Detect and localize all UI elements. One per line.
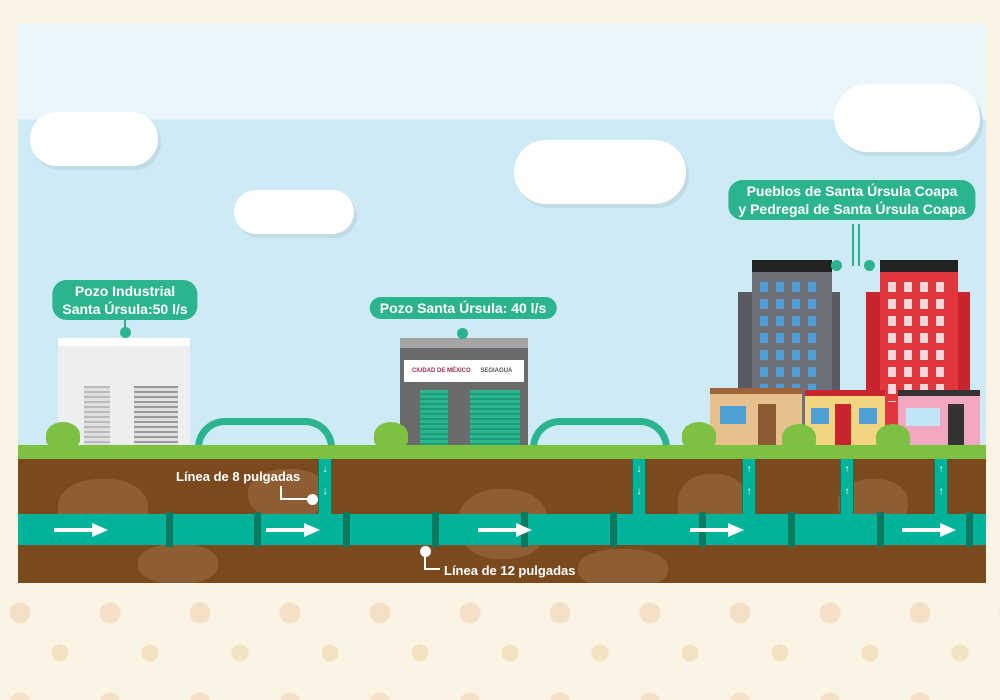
vertical-pipe-down: ↓↓	[632, 459, 646, 514]
label-line: Santa Úrsula:50 l/s	[62, 301, 188, 317]
marker-dot	[864, 260, 875, 271]
pozo-industrial-building	[58, 338, 190, 453]
vertical-pipe-up: ↑↑	[742, 459, 756, 514]
sign-left: CIUDAD DE MÉXICO	[412, 368, 471, 374]
main-pipe	[18, 512, 986, 547]
sign-right: SEGIAGUA	[480, 368, 513, 374]
sign: CIUDAD DE MÉXICO SEGIAGUA	[404, 360, 524, 382]
flow-arrow-icon	[54, 523, 108, 537]
flow-arrow-icon	[902, 523, 956, 537]
vertical-pipe-up: ↑↑	[934, 459, 948, 514]
cloud	[30, 112, 158, 166]
linea-12-label: Línea de 12 pulgadas	[444, 563, 576, 578]
vertical-pipe-down: ↓↓	[318, 459, 332, 514]
pueblos-label: Pueblos de Santa Úrsula Coapa y Pedregal…	[728, 180, 976, 220]
cloud	[834, 84, 980, 152]
cloud	[234, 190, 354, 234]
surface-pipe	[530, 418, 670, 448]
label-line: Pueblos de Santa Úrsula Coapa	[746, 183, 958, 199]
surface-pipe	[195, 418, 335, 448]
label-line: Pozo Industrial	[74, 283, 176, 299]
bush	[682, 422, 716, 448]
flow-arrow-icon	[690, 523, 744, 537]
marker-dot	[457, 328, 468, 339]
linea-8-label: Línea de 8 pulgadas	[176, 469, 301, 484]
bush	[46, 422, 80, 448]
vertical-pipe-up: ↑↑	[840, 459, 854, 514]
house	[898, 390, 980, 445]
pozo-industrial-label: Pozo Industrial Santa Úrsula:50 l/s	[52, 280, 198, 320]
decorative-pattern	[0, 583, 1000, 700]
bush	[374, 422, 408, 448]
flow-arrow-icon	[266, 523, 320, 537]
grass	[18, 445, 986, 459]
cloud	[514, 140, 686, 204]
marker-dot	[831, 260, 842, 271]
marker-dot	[120, 327, 131, 338]
flow-arrow-icon	[478, 523, 532, 537]
label-line: y Pedregal de Santa Úrsula Coapa	[738, 201, 966, 217]
pozo-santa-ursula-building: CIUDAD DE MÉXICO SEGIAGUA	[400, 338, 528, 455]
pozo-santa-ursula-label: Pozo Santa Úrsula: 40 l/s	[369, 297, 557, 319]
house	[805, 390, 885, 445]
